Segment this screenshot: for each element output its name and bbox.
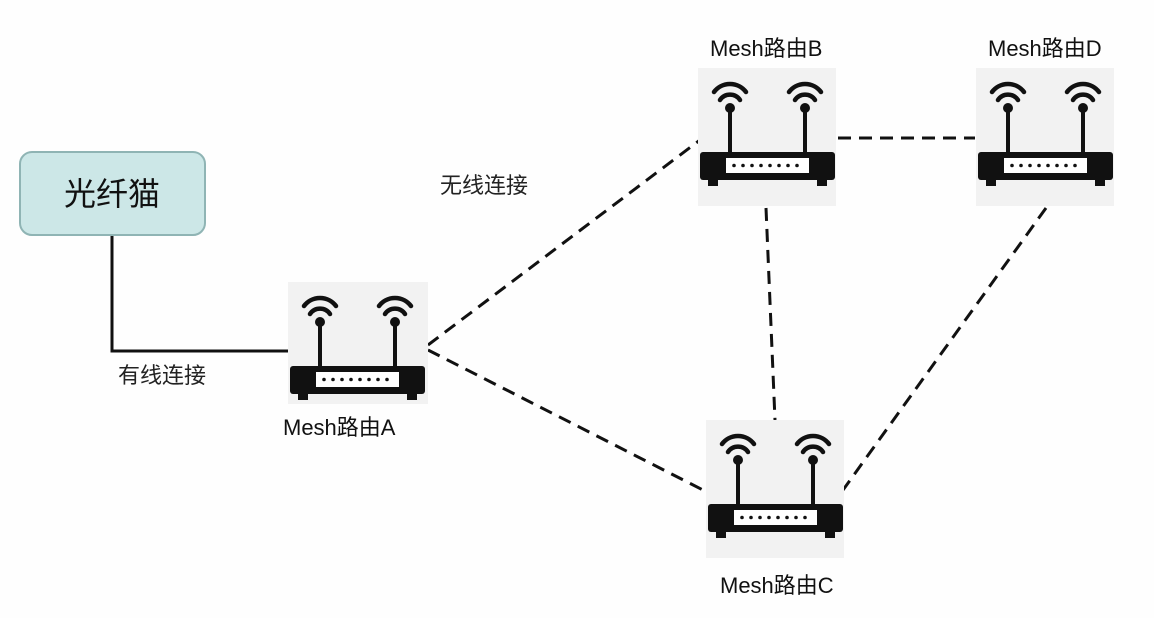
link-b-c — [764, 207, 777, 421]
wireless-connection-label: 无线连接 — [440, 174, 528, 199]
link-d-c — [841, 207, 1048, 491]
router-a-label: Mesh路由A — [283, 415, 396, 440]
router-c-label: Mesh路由C — [720, 573, 834, 598]
modem-label: 光纤猫 — [64, 175, 160, 213]
wired-connection-label: 有线连接 — [118, 364, 206, 389]
wired-connection-line — [110, 236, 290, 353]
router-c-tile — [706, 420, 844, 558]
link-a-b — [427, 138, 701, 347]
router-b-tile — [698, 68, 836, 206]
fiber-modem: 光纤猫 — [19, 151, 206, 236]
router-c: Mesh路由C — [706, 420, 844, 598]
router-a: Mesh路由A — [283, 282, 428, 440]
router-d: Mesh路由D — [976, 36, 1114, 206]
router-d-tile — [976, 68, 1114, 206]
modem-box — [19, 151, 206, 236]
link-a-c — [427, 348, 704, 492]
router-b-label: Mesh路由B — [710, 36, 822, 61]
router-d-label: Mesh路由D — [988, 36, 1102, 61]
router-b: Mesh路由B — [698, 36, 836, 206]
wireless-links — [427, 136, 1048, 492]
